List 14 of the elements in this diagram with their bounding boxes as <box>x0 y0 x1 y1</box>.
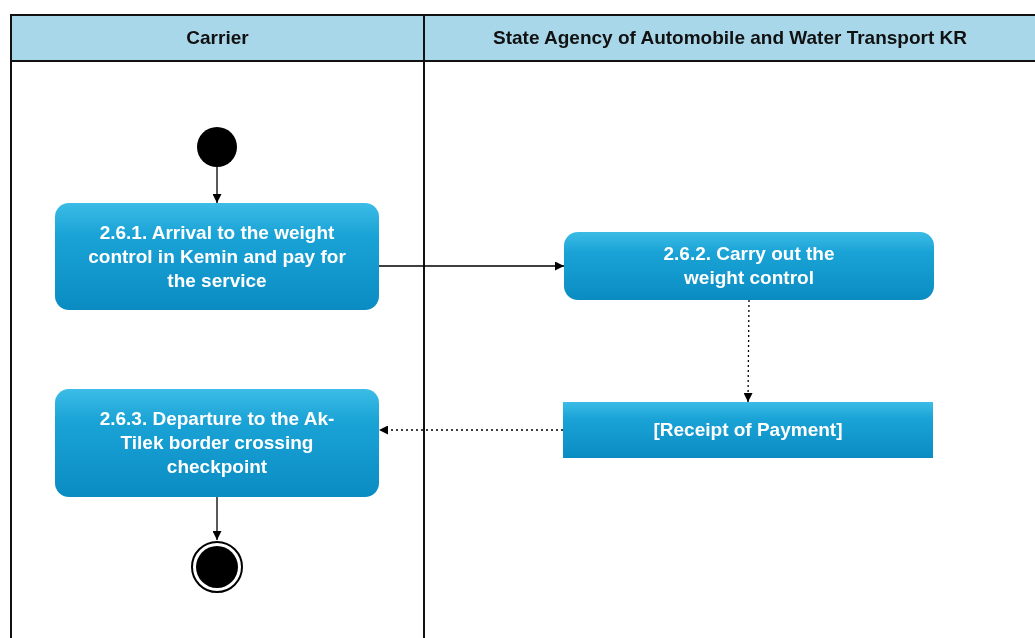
guard-box: [Receipt of Payment] <box>563 402 933 458</box>
swimlane <box>10 14 425 638</box>
arrow <box>212 496 222 541</box>
action-box: 2.6.2. Carry out the weight control <box>564 232 934 300</box>
arrow <box>378 261 565 271</box>
final-node <box>190 540 244 594</box>
arrow <box>378 425 564 435</box>
initial-node <box>197 127 237 167</box>
lane-header: State Agency of Automobile and Water Transport KR <box>425 16 1035 62</box>
action-box: 2.6.3. Departure to the Ak-Tilek border crossing checkpoint <box>55 389 379 497</box>
arrow <box>743 299 753 403</box>
lane-header: Carrier <box>12 16 423 62</box>
action-box: 2.6.1. Arrival to the weight control in Kemin and pay for the service <box>55 203 379 310</box>
arrow <box>212 166 222 204</box>
